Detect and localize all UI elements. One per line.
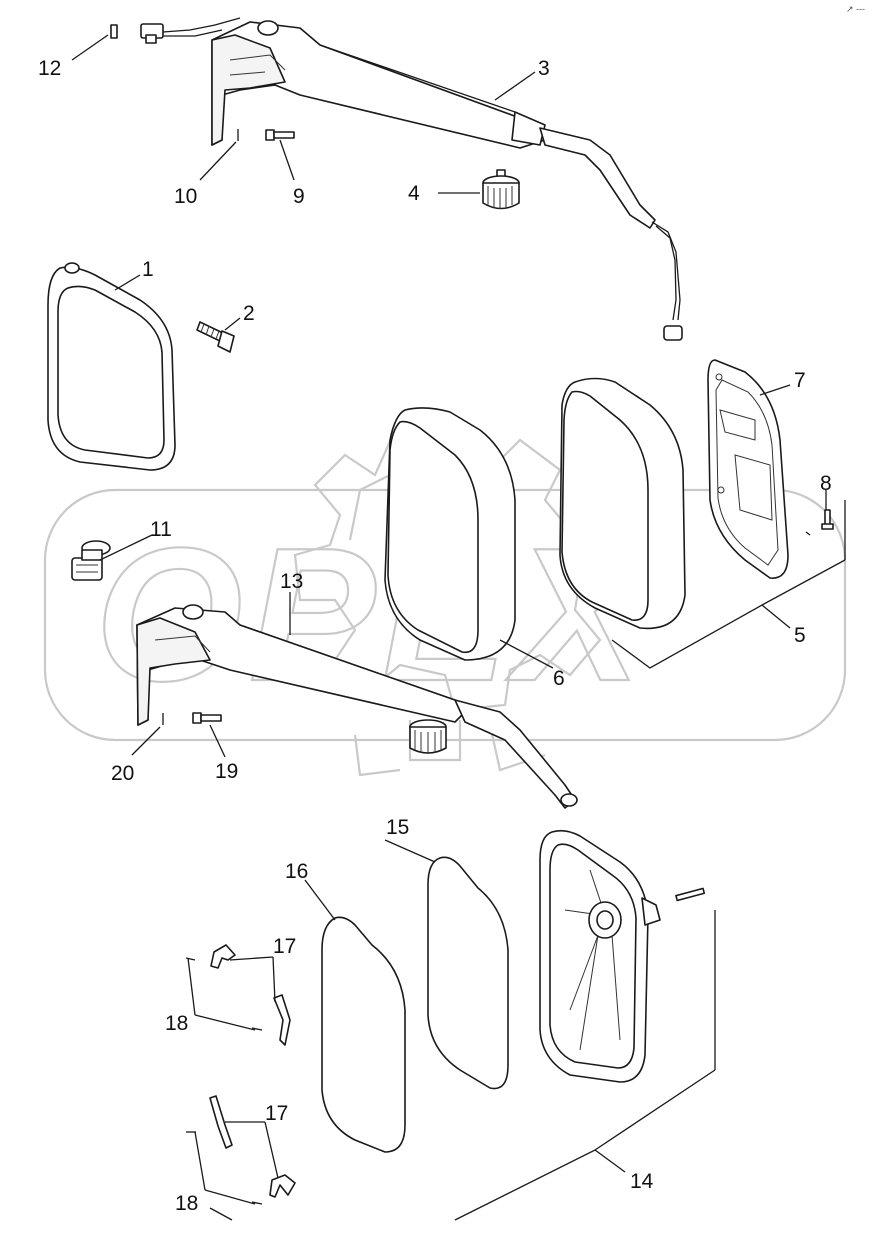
bolt-2 (196, 321, 235, 353)
callout-17-upper: 17 (273, 935, 296, 958)
callout-13: 13 (280, 570, 303, 593)
callout-labels: 12 10 9 3 4 1 2 7 8 11 13 5 6 20 19 15 1… (38, 57, 832, 1215)
upper-mirror-arm (140, 17, 683, 341)
mirror-frame-1 (47, 262, 176, 471)
lower-mirror-arm (136, 604, 578, 809)
connector-11 (71, 540, 111, 581)
callout-17-lower: 17 (265, 1102, 288, 1125)
callout-5: 5 (794, 624, 806, 647)
callout-7: 7 (794, 369, 806, 392)
glass-16 (321, 916, 406, 1153)
callout-3: 3 (538, 57, 550, 80)
bolt-9 (265, 129, 295, 141)
bolt-19 (192, 712, 222, 724)
callout-4: 4 (408, 182, 420, 205)
mirror-housing-14 (539, 829, 706, 1083)
callout-9: 9 (293, 185, 305, 208)
knob-4 (482, 169, 520, 210)
pin-12 (110, 24, 118, 39)
clips-17-lower (186, 1095, 296, 1205)
glass-15 (427, 856, 509, 1090)
callout-14: 14 (630, 1170, 654, 1193)
callout-2: 2 (243, 302, 255, 325)
callout-6: 6 (553, 667, 565, 690)
callout-10: 10 (174, 185, 197, 208)
lower-knob (409, 719, 447, 754)
callout-16: 16 (285, 860, 308, 883)
callout-11: 11 (150, 518, 172, 541)
corner-mark: ↗ --- (846, 4, 865, 14)
callout-8: 8 (820, 472, 832, 495)
callout-19: 19 (215, 760, 238, 783)
leader-lines (71, 34, 846, 1221)
mirror-head-5 (559, 377, 686, 630)
callout-18-lower: 18 (175, 1192, 198, 1215)
callout-12: 12 (38, 57, 61, 80)
clips-17-upper (185, 944, 291, 1046)
callout-1: 1 (142, 258, 154, 281)
back-cover-7 (707, 359, 789, 579)
callout-15: 15 (386, 816, 409, 839)
mirror-head-6 (384, 407, 516, 661)
callout-20: 20 (111, 762, 134, 785)
callout-18-upper: 18 (165, 1012, 188, 1035)
screw-8 (805, 509, 834, 536)
